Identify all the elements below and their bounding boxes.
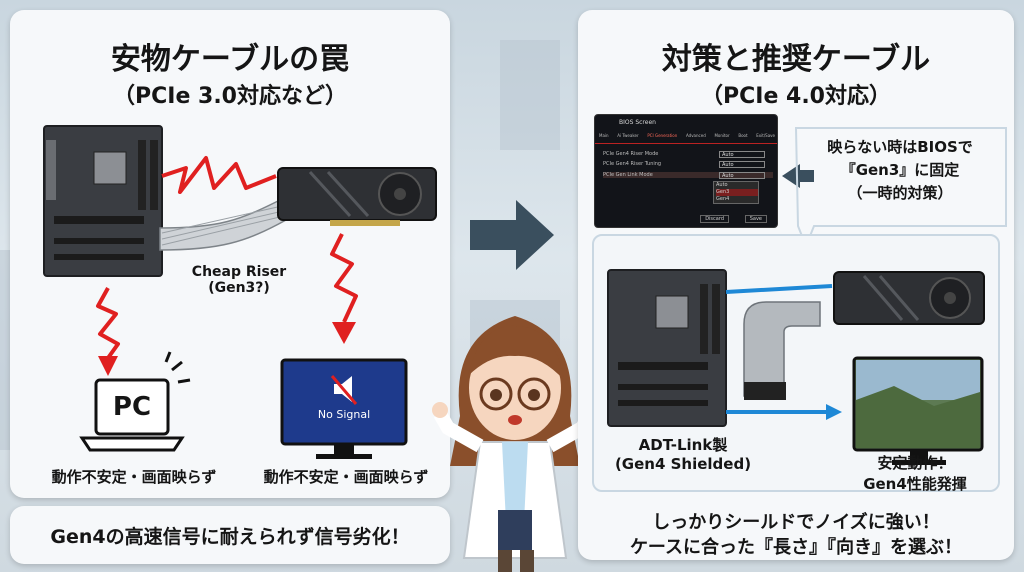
recommended-setup-box: ADT-Link製 (Gen4 Shielded) 安定動作！ Gen4性能発揮 [592, 234, 1000, 494]
bios-row[interactable]: PCIe Gen4 Riser Tuning Auto [603, 161, 773, 168]
graphics-card-icon [277, 167, 437, 226]
bios-row-label: PCIe Gen4 Riser Mode [603, 151, 659, 157]
bios-callout: 映らない時はBIOSで 『Gen3』に固定 （一時的対策） [804, 136, 996, 205]
right-footer-text: しっかりシールドでノイズに強い！ ケースに合った『長さ』『向き』を選ぶ！ [578, 510, 1014, 560]
riser-label-line-1: Cheap Riser [191, 264, 287, 280]
laptop-icon [79, 351, 191, 452]
bios-tab[interactable]: Exit/Save [756, 133, 775, 138]
laptop-text: PC [112, 392, 152, 422]
bios-row-label: PCIe Gen4 Riser Tuning [603, 161, 662, 167]
caption-left: 動作不安定・画面映らず [51, 468, 217, 486]
left-title: 安物ケーブルの罠 [110, 42, 350, 77]
no-signal-text: No Signal [317, 408, 371, 421]
bios-row-selected[interactable]: PCIe Gen Link Mode Auto [603, 172, 773, 179]
bios-save-button[interactable]: Save [744, 215, 767, 223]
bios-tab[interactable]: Ai Tweaker [617, 133, 639, 138]
callout-line-2: 『Gen3』に固定 [840, 161, 960, 179]
bios-row-value[interactable]: Auto [719, 161, 765, 168]
bios-row-value[interactable]: Auto [719, 151, 765, 158]
good-signal-arrow-icon [726, 404, 842, 420]
shielded-cable-icon [743, 301, 821, 400]
bios-tab[interactable]: PCI Generation [647, 133, 678, 138]
right-title: 対策と推奨ケーブル [661, 42, 931, 77]
bios-screen: BIOS Screen Main Ai Tweaker PCI Generati… [594, 114, 778, 228]
cheap-riser-illustration [43, 125, 437, 459]
background-window [500, 40, 560, 150]
left-subtitle: （PCIe 3.0対応など） [112, 84, 347, 109]
motherboard-icon [607, 269, 727, 427]
callout-line-1: 映らない時はBIOSで [827, 138, 973, 156]
cable-label: ADT-Link製 (Gen4 Shielded) [608, 434, 758, 473]
bios-row[interactable]: PCIe Gen4 Riser Mode Auto [603, 151, 773, 158]
right-footer-line-2: ケースに合った『長さ』『向き』を選ぶ！ [629, 537, 963, 558]
left-footer-box: Gen4の高速信号に耐えられず信号劣化！ [10, 506, 450, 564]
motherboard-icon [43, 125, 163, 277]
bios-discard-button[interactable]: Discard [700, 215, 729, 223]
cable-label-line-2: (Gen4 Shielded) [614, 455, 752, 473]
bios-tabs: Main Ai Tweaker PCI Generation Advanced … [599, 133, 775, 138]
callout-arrow-layer [782, 127, 1007, 249]
left-pointer-arrow-icon [782, 164, 814, 188]
riser-label-line-2: (Gen3?) [208, 280, 270, 296]
cable-label-line-1: ADT-Link製 [638, 436, 728, 454]
left-footer-text: Gen4の高速信号に耐えられず信号劣化！ [50, 525, 410, 548]
shielded-riser-illustration [607, 269, 985, 465]
scientist-character-icon [432, 316, 598, 572]
riser-label: Cheap Riser (Gen3?) [184, 264, 294, 296]
right-footer-line-1: しっかりシールドでノイズに強い！ [652, 512, 940, 533]
result-line-2: Gen4性能発揮 [863, 475, 967, 493]
signal-noise-icon [161, 156, 277, 194]
bios-tab[interactable]: Monitor [714, 133, 730, 138]
caption-right: 動作不安定・画面映らず [263, 468, 429, 486]
right-arrow-icon [470, 200, 554, 270]
bios-dropdown[interactable]: Auto Gen3 Gen4 [713, 181, 759, 204]
bios-tab[interactable]: Boot [738, 133, 748, 138]
bios-option[interactable]: Gen4 [716, 196, 730, 202]
right-subtitle: （PCIe 4.0対応） [700, 84, 891, 109]
bios-row-value[interactable]: Auto [719, 172, 765, 179]
bios-row-label: PCIe Gen Link Mode [603, 172, 653, 178]
bios-tab[interactable]: Advanced [685, 133, 706, 138]
result-line-1: 安定動作！ [877, 454, 953, 472]
bios-option[interactable]: Auto [716, 182, 728, 188]
callout-line-3: （一時的対策） [847, 184, 953, 202]
good-signal-line-icon [725, 284, 833, 294]
monitor-icon [280, 358, 408, 459]
recommended-cable-panel: 対策と推奨ケーブル （PCIe 4.0対応） BIOS Screen Main … [578, 10, 1014, 560]
bios-option[interactable]: Gen3 [716, 189, 758, 196]
error-arrow-right-icon [330, 233, 358, 344]
callout-bubble [794, 127, 1007, 249]
error-arrow-left-icon [96, 287, 120, 376]
graphics-card-icon [833, 271, 985, 325]
bios-tab[interactable]: Main [599, 133, 609, 138]
bios-title: BIOS Screen [619, 119, 656, 126]
gaming-monitor-icon [852, 356, 984, 465]
result-label: 安定動作！ Gen4性能発揮 [840, 452, 990, 494]
cheap-cable-panel: 安物ケーブルの罠 （PCIe 3.0対応など） [10, 10, 450, 498]
